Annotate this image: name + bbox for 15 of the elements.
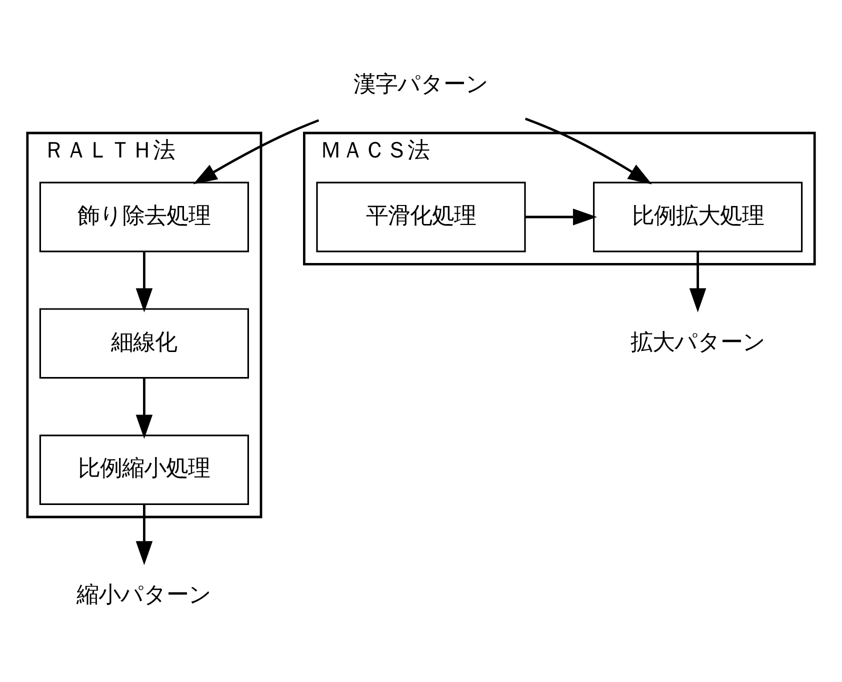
node-box: 比例拡大処理: [593, 182, 803, 252]
arrow: [136, 378, 153, 439]
node-box: 平滑化処理: [316, 182, 526, 252]
arrow: [524, 118, 652, 184]
node-text: 漢字パターン: [354, 72, 488, 98]
arrow: [525, 208, 598, 226]
arrow: [136, 504, 153, 566]
arrow: [136, 252, 153, 312]
node-text: 縮小パターン: [76, 582, 212, 608]
arrow: [689, 252, 706, 312]
arrow: [193, 119, 320, 184]
node-box: 細線化: [39, 308, 249, 379]
node-text: 拡大パターン: [630, 329, 766, 356]
node-box: 飾り除去処理: [39, 182, 249, 252]
node-box: 比例縮小処理: [39, 434, 249, 505]
